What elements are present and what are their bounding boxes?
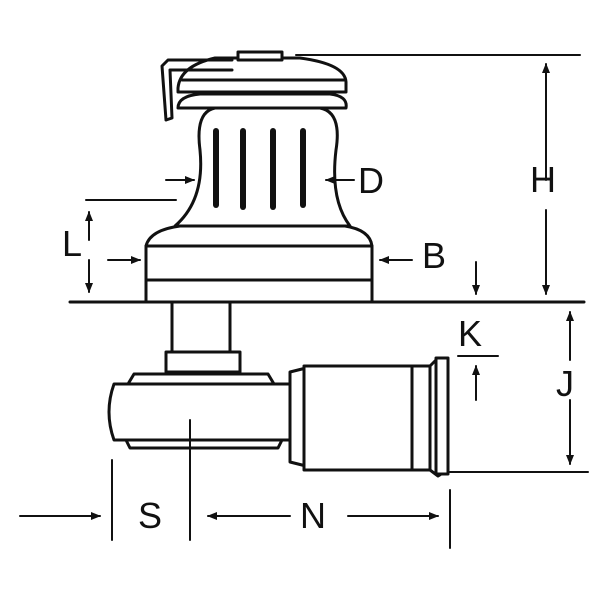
- label-n: N: [300, 495, 326, 536]
- motor-end-plate: [434, 356, 450, 476]
- gearbox: [107, 382, 298, 442]
- label-s: S: [138, 495, 162, 536]
- gearbox-bottom-flange: [124, 438, 284, 450]
- label-l: L: [62, 223, 82, 264]
- shaft: [170, 300, 232, 358]
- drum-body: [173, 106, 352, 228]
- below-deck-unit: [107, 300, 450, 478]
- label-j: J: [556, 363, 574, 404]
- motor-body: [302, 364, 432, 472]
- label-k: K: [458, 313, 482, 354]
- label-b: B: [422, 235, 446, 276]
- label-d: D: [358, 160, 384, 201]
- base-flange: [144, 224, 374, 248]
- shaft-collar: [164, 350, 242, 374]
- label-h: H: [530, 159, 556, 200]
- drum-top-flange: [176, 92, 348, 110]
- winch-drum: [144, 50, 374, 304]
- cap-top: [236, 50, 284, 62]
- self-tailing-arm: [160, 58, 234, 122]
- base-plate: [144, 244, 374, 304]
- winch-cap: [176, 56, 348, 94]
- drum-grooves: [213, 128, 306, 210]
